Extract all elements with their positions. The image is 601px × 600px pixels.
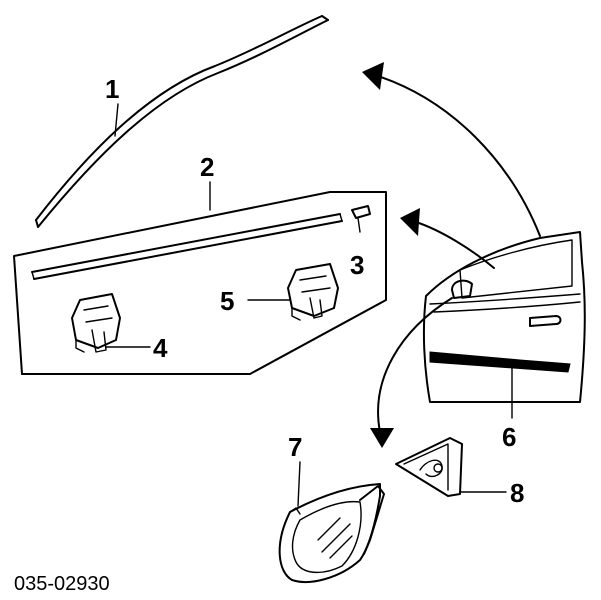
part-8-mount-cover (395, 437, 463, 497)
arrow-to-mirror (370, 297, 453, 448)
callout-8: 8 (510, 478, 524, 508)
leader-7 (297, 461, 301, 507)
callout-6: 6 (502, 422, 516, 452)
callout-2: 2 (200, 152, 214, 182)
callout-5: 5 (220, 286, 234, 316)
part-5-clip (287, 263, 339, 321)
leader-1 (114, 103, 119, 137)
part-4-clip (71, 293, 121, 353)
part-code: 035-02930 (14, 573, 110, 595)
callout-1: 1 (105, 74, 119, 104)
arrow-to-part-2 (400, 208, 495, 269)
callout-4: 4 (153, 333, 168, 363)
part-3-pin (351, 205, 371, 233)
car-door (422, 231, 586, 403)
callout-7: 7 (288, 432, 302, 462)
part-7-side-mirror (278, 483, 385, 583)
belt-molding-strip (31, 213, 343, 280)
part-1-channel-strip (35, 15, 329, 228)
subassembly-box (13, 191, 387, 375)
arrow-to-part-1 (362, 62, 541, 237)
callout-3: 3 (350, 250, 364, 280)
